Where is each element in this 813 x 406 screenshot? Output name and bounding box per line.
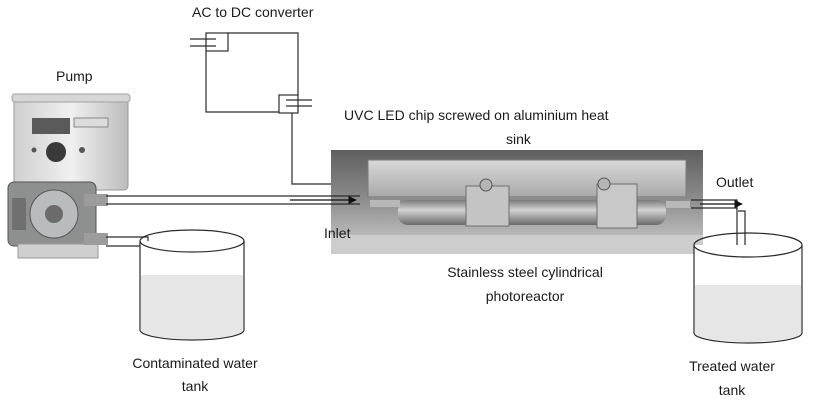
- pump-label: Pump: [56, 68, 93, 84]
- contaminated-label-line2: tank: [181, 378, 209, 394]
- outlet-label: Outlet: [716, 174, 754, 190]
- reactor-label-line1: Stainless steel cylindrical: [447, 264, 603, 280]
- photoreactor-photo: [331, 150, 703, 254]
- pump-illustration: [7, 93, 131, 259]
- treated-water-tank: [693, 232, 803, 344]
- inlet-label: Inlet: [324, 225, 351, 241]
- treated-label-line1: Treated water: [689, 358, 775, 374]
- contaminated-water-tank: [139, 229, 245, 341]
- led-label-line1: UVC LED chip screwed on aluminium heat: [344, 107, 609, 123]
- led-label-line2: sink: [506, 131, 531, 147]
- converter-label: AC to DC converter: [192, 4, 314, 20]
- contaminated-label-line1: Contaminated water: [132, 355, 258, 371]
- treated-label-line2: tank: [718, 382, 746, 398]
- reactor-label-line2: photoreactor: [485, 288, 565, 304]
